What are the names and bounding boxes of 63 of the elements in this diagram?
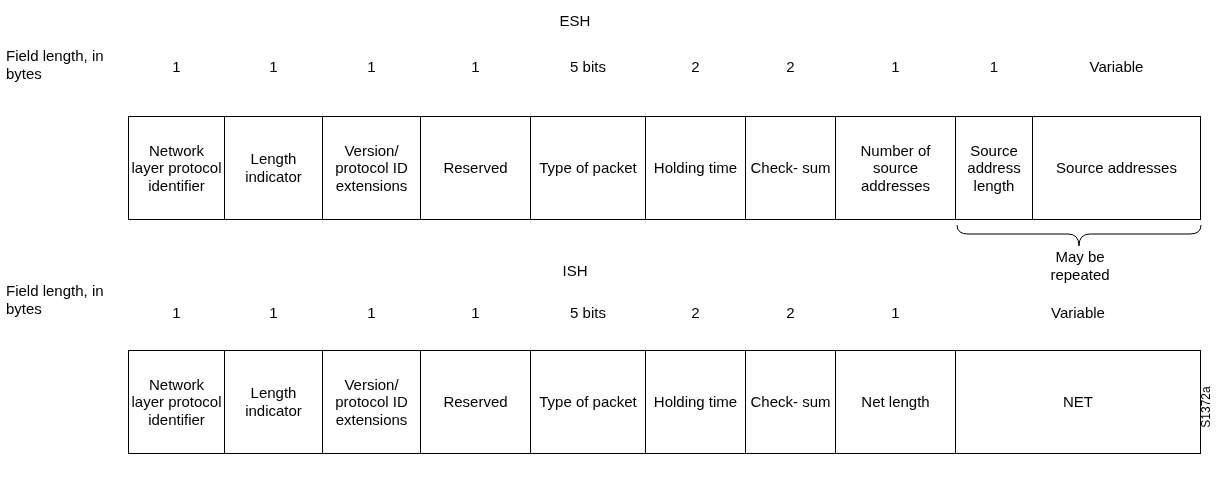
field-name: Reserved — [443, 159, 508, 177]
heading-label: ISH — [561, 262, 589, 280]
field-name: Holding time — [653, 393, 738, 411]
field-name: NET — [1063, 393, 1093, 411]
field-cell — [745, 116, 836, 220]
field-length: 2 — [786, 304, 795, 321]
row-label: Field length, in bytes — [6, 282, 105, 318]
field-cell — [128, 116, 225, 220]
field-name: Check- sum — [750, 159, 831, 177]
field-length: 5 bits — [570, 58, 606, 75]
field-length: 1 — [891, 58, 900, 75]
field-length: 1 — [367, 304, 376, 321]
field-name: Net length — [861, 393, 930, 411]
field-length: 1 — [471, 58, 480, 75]
field-length: 1 — [367, 58, 376, 75]
field-length: 2 — [691, 58, 700, 75]
field-length: 1 — [891, 304, 900, 321]
field-length: 2 — [786, 58, 795, 75]
figure-id: S1372a — [1198, 386, 1213, 428]
field-name: Check- sum — [750, 393, 831, 411]
field-name: Reserved — [443, 393, 508, 411]
field-name: Network layer protocol identifier — [131, 375, 222, 429]
field-cell — [420, 116, 531, 220]
field-length: 1 — [269, 58, 278, 75]
field-cell — [224, 350, 323, 454]
field-name: Type of packet — [539, 159, 637, 177]
field-cell — [322, 350, 421, 454]
field-name: Number of source addresses — [859, 141, 932, 195]
field-length: 5 bits — [570, 304, 606, 321]
field-cell — [745, 350, 836, 454]
field-length: 2 — [691, 304, 700, 321]
field-cell — [224, 116, 323, 220]
field-cell — [835, 350, 956, 454]
field-length: Variable — [1089, 58, 1144, 75]
field-cell — [1032, 116, 1201, 220]
field-name: Network layer protocol identifier — [131, 141, 222, 195]
row-label: Field length, in bytes — [6, 47, 105, 83]
heading-label: ESH — [558, 12, 592, 30]
field-name: Length indicator — [244, 384, 303, 420]
field-length: Variable — [1051, 304, 1105, 321]
field-length: 1 — [989, 58, 999, 75]
field-length: 1 — [172, 304, 181, 321]
field-cell — [530, 350, 646, 454]
field-name: Source addresses — [1056, 159, 1177, 177]
field-cell — [835, 116, 956, 220]
field-cell — [128, 350, 225, 454]
field-length: 1 — [471, 304, 480, 321]
field-cell — [322, 116, 421, 220]
field-name: Version/ protocol ID extensions — [334, 375, 409, 429]
field-name: Version/ protocol ID extensions — [334, 141, 409, 195]
field-cell — [645, 350, 746, 454]
field-cell — [955, 350, 1201, 454]
heading-label: May be repeated — [1049, 248, 1111, 284]
field-cell — [420, 350, 531, 454]
field-length: 1 — [172, 58, 181, 75]
field-cell — [645, 116, 746, 220]
field-cell — [530, 116, 646, 220]
field-name: Source address length — [966, 141, 1022, 195]
field-name: Type of packet — [539, 393, 637, 411]
field-cell — [955, 116, 1033, 220]
field-name: Length indicator — [244, 150, 303, 186]
field-length: 1 — [269, 304, 278, 321]
field-name: Holding time — [653, 159, 738, 177]
